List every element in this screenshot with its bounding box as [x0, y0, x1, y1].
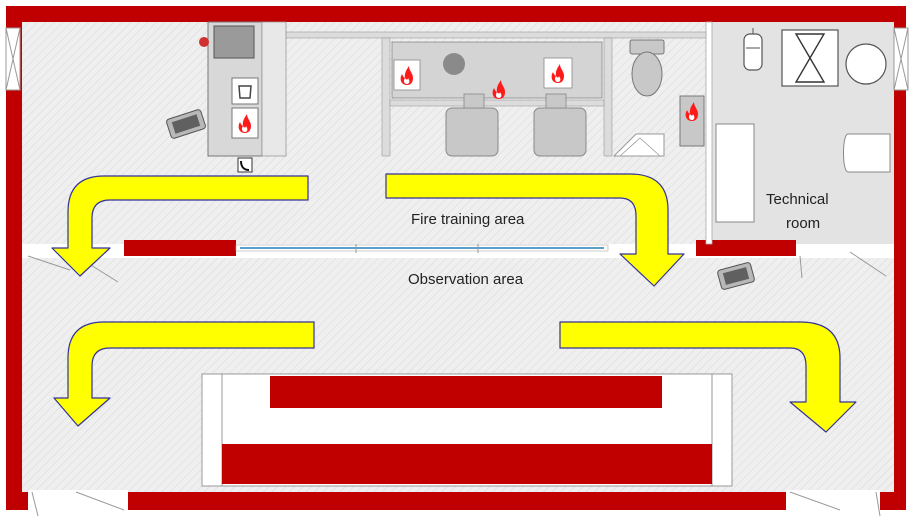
evacuation-arrow-icon-4 [559, 321, 857, 433]
door-icon-right-upper [796, 244, 894, 279]
technical-cabinet [715, 123, 755, 223]
shower-icon [612, 133, 665, 157]
door-icon-right-lower [786, 490, 881, 517]
boiler-icon [743, 28, 763, 71]
fire-training-area-label: Fire training area [411, 211, 525, 228]
control-panel-icon [166, 109, 206, 139]
left-window [5, 27, 21, 91]
control-panel-icon-observation [717, 262, 755, 290]
evacuation-arrow-icon-2 [385, 173, 685, 287]
training-room-furniture [391, 41, 603, 157]
inner-wall-left [381, 37, 391, 157]
door-icon-left-lower [28, 490, 128, 517]
inner-wall-right [603, 37, 613, 157]
wash-unit [679, 95, 705, 147]
technical-room-wall [705, 21, 713, 245]
fan-icon [781, 29, 839, 87]
inner-wall-top [285, 31, 707, 39]
observation-seating [201, 373, 733, 487]
toilet-icon [629, 39, 665, 97]
evacuation-arrow-icon-3 [53, 321, 315, 427]
technical-unit [843, 133, 891, 173]
observation-area-label: Observation area [408, 271, 524, 288]
inner-wall-mid [389, 99, 605, 107]
technical-room-label-line1: Technical [766, 191, 829, 208]
kitchen-unit [207, 21, 287, 157]
tank-icon [845, 43, 887, 85]
evacuation-arrow-icon-1 [51, 175, 309, 277]
phone-icon [237, 157, 253, 173]
technical-room-label-line2: room [786, 215, 820, 232]
right-window [893, 27, 909, 91]
extinguisher-icon [199, 37, 209, 47]
evacuation-arrows [51, 173, 857, 433]
